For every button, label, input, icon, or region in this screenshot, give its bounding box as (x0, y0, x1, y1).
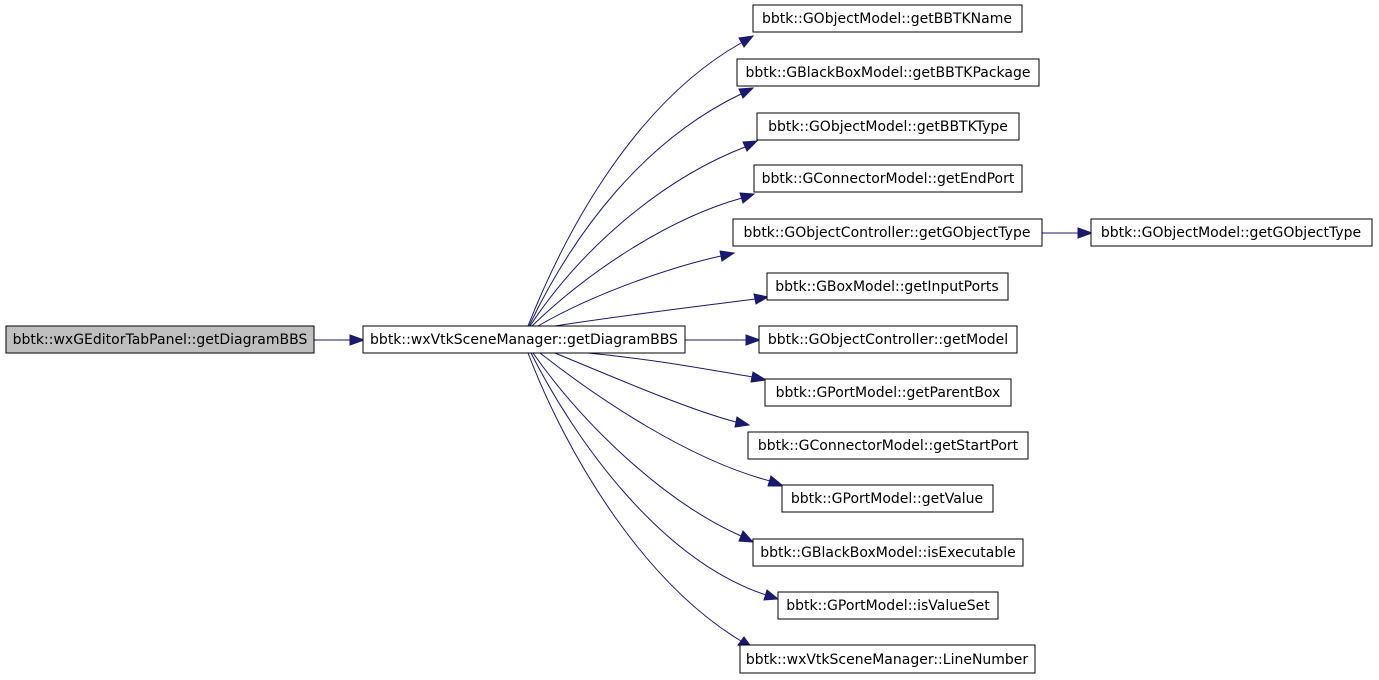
edge-hub-to-n10 (532, 352, 755, 543)
edge-line (528, 93, 742, 327)
edge-line (530, 352, 767, 596)
edge-line (527, 42, 742, 327)
edge-hub-to-n9 (539, 352, 785, 487)
edge-line (529, 146, 746, 327)
node-n8-label: bbtk::GConnectorModel::getStartPort (758, 438, 1019, 454)
node-root[interactable]: bbtk::wxGEditorTabPanel::getDiagramBBS (5, 325, 315, 354)
edge-hub-to-n1 (528, 87, 755, 327)
arrowhead-icon (734, 416, 751, 428)
arrowhead-icon (349, 334, 366, 346)
node-n10[interactable]: bbtk::GBlackBoxModel::isExecutable (752, 538, 1024, 567)
node-n3[interactable]: bbtk::GConnectorModel::getEndPort (753, 164, 1023, 193)
edge-hub-to-n11 (530, 352, 780, 601)
node-n11[interactable]: bbtk::GPortModel::isValueSet (777, 591, 999, 620)
edge-line (537, 255, 722, 327)
arrowhead-icon (719, 250, 736, 262)
edge-hub-to-n3 (531, 192, 756, 327)
edge-line (527, 352, 742, 642)
arrowhead-icon (750, 371, 768, 383)
node-n11-label: bbtk::GPortModel::isValueSet (786, 598, 990, 614)
arrowhead-icon (739, 192, 756, 204)
node-hub-label: bbtk::wxVtkSceneManager::getDiagramBBS (370, 332, 678, 348)
edge-hub-to-n5 (554, 293, 770, 327)
arrowhead-icon (753, 293, 770, 305)
node-n2[interactable]: bbtk::GObjectModel::getBBTKType (756, 112, 1020, 141)
node-n2-label: bbtk::GObjectModel::getBBTKType (768, 119, 1008, 135)
edge-n4-to-n4b (1042, 227, 1094, 239)
node-n0[interactable]: bbtk::GObjectModel::getBBTKName (752, 4, 1023, 33)
node-n12[interactable]: bbtk::wxVtkSceneManager::LineNumber (739, 644, 1036, 674)
node-n1[interactable]: bbtk::GBlackBoxModel::getBBTKPackage (736, 58, 1040, 87)
node-n0-label: bbtk::GObjectModel::getBBTKName (762, 11, 1012, 27)
edge-line (587, 352, 754, 378)
arrowhead-icon (738, 87, 755, 99)
arrowhead-icon (738, 530, 755, 543)
node-n6-label: bbtk::GObjectController::getModel (768, 332, 1008, 348)
node-n8[interactable]: bbtk::GConnectorModel::getStartPort (747, 431, 1029, 460)
node-n4[interactable]: bbtk::GObjectController::getGObjectType (732, 218, 1043, 247)
node-n5-label: bbtk::GBoxModel::getInputPorts (775, 279, 998, 295)
arrowhead-icon (767, 475, 785, 487)
edge-line (539, 352, 771, 482)
node-n7-label: bbtk::GPortModel::getParentBox (776, 385, 1001, 401)
node-n4-label: bbtk::GObjectController::getGObjectType (744, 225, 1031, 241)
arrowhead-icon (742, 140, 759, 152)
edge-hub-to-n12 (527, 352, 754, 649)
arrowhead-icon (745, 334, 762, 346)
node-root-label: bbtk::wxGEditorTabPanel::getDiagramBBS (13, 332, 308, 348)
node-n12-label: bbtk::wxVtkSceneManager::LineNumber (746, 652, 1029, 668)
edge-hub-to-n7 (587, 352, 768, 383)
arrowhead-icon (1077, 227, 1094, 239)
node-n5[interactable]: bbtk::GBoxModel::getInputPorts (766, 272, 1009, 301)
node-n6[interactable]: bbtk::GObjectController::getModel (758, 325, 1018, 354)
node-n9[interactable]: bbtk::GPortModel::getValue (781, 484, 994, 513)
edge-hub-to-n8 (554, 352, 751, 428)
node-n4b[interactable]: bbtk::GObjectModel::getGObjectType (1090, 218, 1373, 247)
edge-hub-to-n2 (529, 140, 759, 327)
call-edges (314, 35, 1094, 649)
node-n1-label: bbtk::GBlackBoxModel::getBBTKPackage (746, 65, 1031, 81)
edge-line (532, 352, 742, 537)
edge-hub-to-n0 (527, 35, 755, 327)
edge-hub-to-n4 (537, 250, 736, 327)
node-n4b-label: bbtk::GObjectModel::getGObjectType (1101, 225, 1361, 241)
node-n3-label: bbtk::GConnectorModel::getEndPort (762, 171, 1015, 187)
arrowhead-icon (738, 35, 755, 48)
edge-hub-to-n6 (685, 334, 762, 346)
node-n9-label: bbtk::GPortModel::getValue (791, 491, 983, 507)
node-n10-label: bbtk::GBlackBoxModel::isExecutable (760, 545, 1016, 561)
edge-line (554, 352, 737, 423)
edge-line (554, 298, 756, 327)
node-hub[interactable]: bbtk::wxVtkSceneManager::getDiagramBBS (362, 325, 686, 354)
node-n7[interactable]: bbtk::GPortModel::getParentBox (764, 378, 1012, 407)
edge-root-to-hub (314, 334, 366, 346)
edge-line (531, 197, 743, 327)
arrowhead-icon (763, 589, 780, 601)
